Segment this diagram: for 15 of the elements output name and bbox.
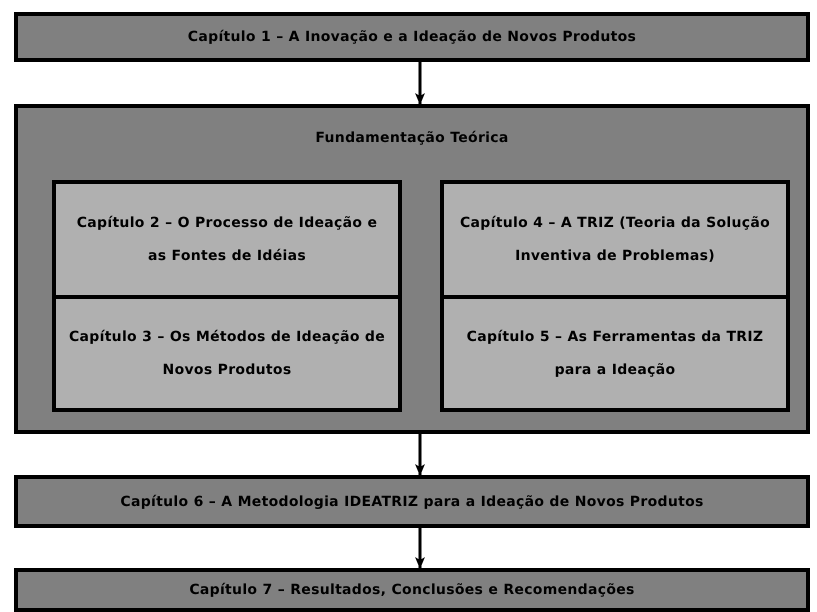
group-heading: Fundamentação Teórica	[314, 130, 510, 146]
chapter-title: Capítulo 1 – A Inovação e a Ideação de Novos Produtos	[188, 29, 636, 45]
chapter-box	[14, 568, 810, 612]
arrow	[415, 528, 425, 569]
chapter-title: Capítulo 5 – As Ferramentas da TRIZ para a Ideação	[466, 328, 764, 380]
arrow	[415, 434, 425, 476]
group-panel	[14, 104, 810, 434]
arrow	[415, 62, 425, 105]
chapter-box	[14, 12, 810, 62]
chapter-box	[14, 475, 810, 528]
chapter-title: Capítulo 4 – A TRIZ (Teoria da Solução Inventiva de Problemas)	[458, 214, 772, 266]
chapter-title: Capítulo 2 – O Processo de Ideação e as Fontes de Idéias	[76, 214, 378, 266]
chapter-title: Capítulo 6 – A Metodologia IDEATRIZ para a Ideação de Novos Produtos	[120, 494, 704, 510]
chapter-title: Capítulo 3 – Os Métodos de Ideação de Novos Produtos	[68, 328, 386, 380]
chapter-title: Capítulo 7 – Resultados, Conclusões e Recomendações	[189, 582, 635, 598]
